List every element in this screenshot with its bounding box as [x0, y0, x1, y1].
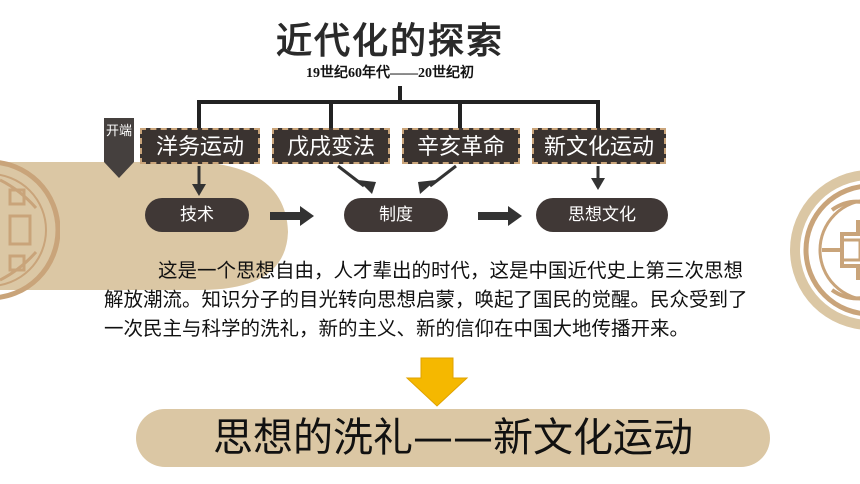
conclusion-text: 思想的洗礼——新文化运动 — [213, 415, 693, 461]
tree-drop-3 — [458, 100, 462, 128]
event-wuxu: 戊戌变法 — [272, 128, 390, 164]
tree-drop-2 — [329, 100, 333, 128]
description-paragraph: 这是一个思想自由，人才辈出的时代，这是中国近代史上第三次思想解放潮流。知识分子的… — [104, 259, 748, 340]
start-tag-label: 开端 — [105, 124, 132, 139]
event-xinhai: 辛亥革命 — [402, 128, 520, 164]
tree-drop-4 — [596, 100, 600, 128]
down-arrow-icon — [405, 357, 469, 407]
event-yangwu: 洋务运动 — [140, 128, 260, 164]
start-tag-shape — [104, 118, 134, 178]
event-xinwenhua: 新文化运动 — [532, 128, 666, 164]
level-technology: 技术 — [145, 198, 249, 232]
period-subtitle: 19世纪60年代——20世纪初 — [306, 66, 474, 81]
tree-bar — [197, 100, 600, 104]
tree-drop-1 — [197, 100, 201, 128]
left-ornament-icon — [0, 160, 60, 300]
level-thought-culture: 思想文化 — [536, 198, 668, 232]
conclusion-banner — [136, 409, 770, 467]
right-ornament-icon — [790, 170, 860, 330]
tree-stem — [398, 86, 402, 102]
page-title: 近代化的探索 — [275, 20, 504, 62]
level-institution: 制度 — [344, 198, 448, 232]
